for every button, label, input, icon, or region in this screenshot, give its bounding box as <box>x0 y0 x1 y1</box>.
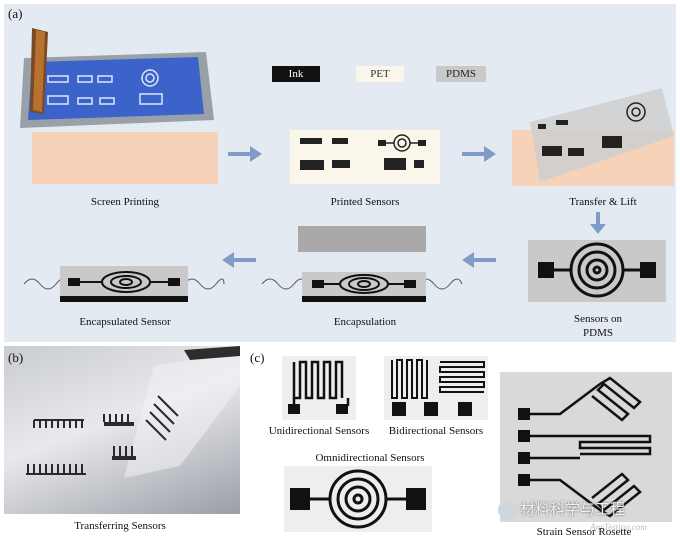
legend-pdms: PDMS <box>436 66 486 82</box>
label-bidirectional: Bidirectional Sensors <box>388 425 484 437</box>
watermark-text: 材料科学与工程 <box>520 500 626 518</box>
panel-label-c: (c) <box>250 350 265 365</box>
step-label-printed-sensors: Printed Sensors <box>330 196 400 208</box>
legend-pet: PET <box>356 66 404 82</box>
sensor-on-pdms <box>528 240 666 302</box>
arrow-right-icon <box>228 146 262 162</box>
panel-label-a: (a) <box>8 6 23 21</box>
panel-label-b: (b) <box>8 350 24 365</box>
step-label-encapsulated-sensor: Encapsulated Sensor <box>79 316 171 328</box>
transfer-lift-illustration <box>512 88 674 186</box>
watermark-site: AnyTesting.com <box>590 522 647 532</box>
step-label-sensors-on-pdms: Sensors on PDMS <box>548 312 648 340</box>
omnidirectional-sensor <box>284 466 432 532</box>
strain-sensor-rosette <box>500 372 672 522</box>
step-label-line1: Sensors on <box>574 313 622 325</box>
legend-ink: Ink <box>272 66 320 82</box>
arrow-down-icon <box>590 212 606 234</box>
encapsulation-illustration <box>261 226 463 302</box>
arrow-right-icon <box>462 146 496 162</box>
encapsulated-sensor-illustration <box>23 266 225 302</box>
step-label-encapsulation: Encapsulation <box>333 316 397 328</box>
step-label-line2: PDMS <box>583 327 613 339</box>
label-unidirectional: Unidirectional Sensors <box>268 425 370 437</box>
step-label-screen-printing: Screen Printing <box>90 196 160 208</box>
unidirectional-sensor <box>282 356 356 420</box>
panel-b-caption: Transferring Sensors <box>74 520 166 532</box>
screen-printing-frame <box>20 28 214 128</box>
printed-sensors-sheet <box>290 130 440 184</box>
arrow-left-icon <box>462 252 496 268</box>
arrow-left-icon <box>222 252 256 268</box>
watermark-logo-icon <box>498 500 518 520</box>
transferring-sensors-photo-marks <box>26 346 240 478</box>
label-rosette: Strain Sensor Rosette <box>536 526 632 538</box>
step-label-transfer-lift: Transfer & Lift <box>569 196 637 208</box>
bidirectional-sensor <box>384 356 488 420</box>
label-omnidirectional: Omnidirectional Sensors <box>315 452 425 464</box>
printing-substrate <box>32 132 218 184</box>
